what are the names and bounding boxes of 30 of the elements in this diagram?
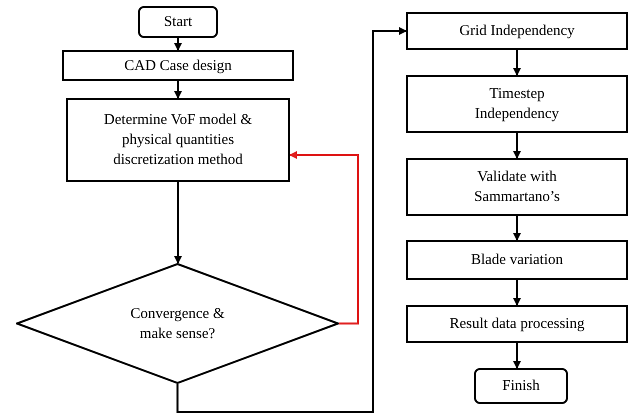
process-box [406, 12, 628, 50]
decision-diamond [16, 263, 339, 384]
node-text: Convergence & make sense? [129, 304, 226, 344]
node-text: Result data processing [450, 315, 584, 334]
arrow [513, 133, 521, 159]
node-text: Start [164, 13, 192, 32]
arrow [513, 343, 521, 369]
process-box [62, 50, 294, 81]
arrow [174, 182, 182, 264]
arrow [176, 27, 407, 413]
node-text: Timestep Independency [474, 85, 560, 124]
process-box [406, 240, 628, 280]
arrow [513, 50, 521, 76]
node-text: Determine VoF model & physical quantities discretization method [102, 111, 254, 170]
process-box [406, 305, 628, 343]
arrow [289, 151, 359, 324]
process-box [66, 98, 290, 182]
node-text: Grid Independency [459, 22, 575, 41]
node-text: CAD Case design [124, 56, 232, 76]
process-box [406, 158, 628, 216]
terminal-box [138, 6, 218, 38]
arrow [174, 81, 182, 99]
arrow [513, 280, 521, 306]
arrow [174, 38, 182, 51]
node-text: Validate with Sammartano’s [473, 168, 561, 207]
node-text: Blade variation [470, 251, 564, 270]
arrow [513, 216, 521, 241]
terminal-box [474, 368, 568, 404]
node-text: Finish [502, 377, 540, 396]
process-box [406, 75, 628, 133]
